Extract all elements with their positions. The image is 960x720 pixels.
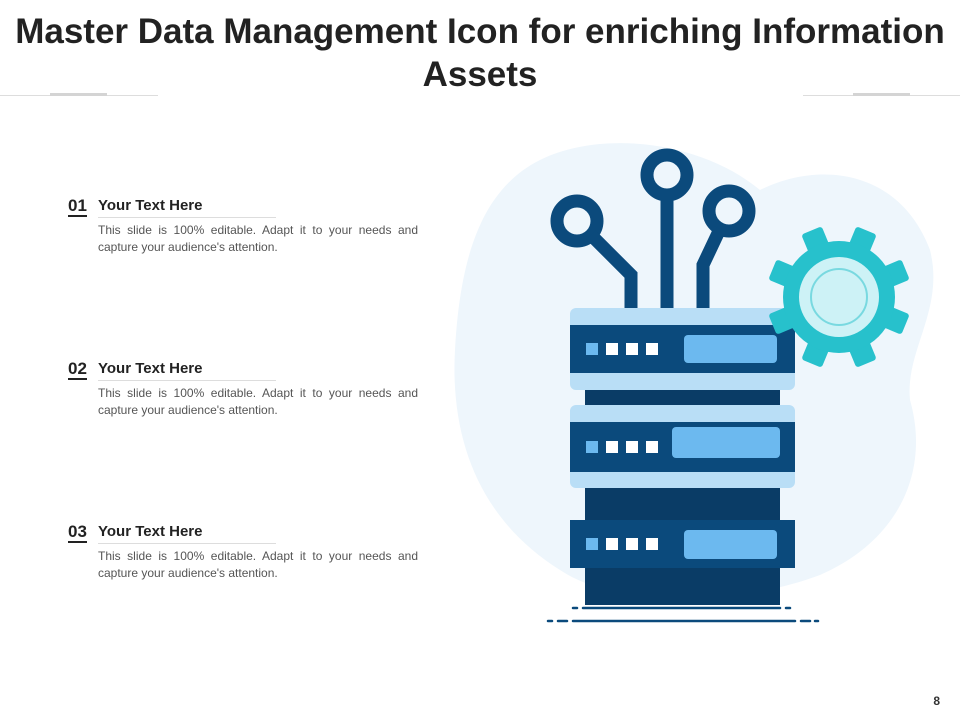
item-number: 01 [68, 196, 87, 217]
page-number: 8 [933, 694, 940, 708]
gear-icon [769, 227, 909, 367]
item-number: 02 [68, 359, 87, 380]
status-led [646, 538, 658, 550]
item-heading: Your Text Here [98, 522, 276, 544]
item-description: This slide is 100% editable. Adapt it to… [98, 223, 418, 254]
server-icon [570, 308, 795, 605]
slide-title: Master Data Management Icon for enrichin… [15, 12, 945, 94]
status-led [606, 441, 618, 453]
status-led [606, 343, 618, 355]
base-lines [546, 606, 820, 623]
status-led [586, 441, 598, 453]
status-led [646, 441, 658, 453]
item-description: This slide is 100% editable. Adapt it to… [98, 549, 418, 580]
status-led [626, 343, 638, 355]
status-led [586, 343, 598, 355]
divider-right-accent [853, 93, 910, 96]
item-heading: Your Text Here [98, 359, 276, 381]
item-heading: Your Text Here [98, 196, 276, 218]
status-led [626, 538, 638, 550]
status-led [586, 538, 598, 550]
status-led [626, 441, 638, 453]
item-number: 03 [68, 522, 87, 543]
item-description: This slide is 100% editable. Adapt it to… [98, 386, 418, 417]
divider-left-accent [50, 93, 107, 96]
antenna-icon [550, 148, 756, 310]
status-led [646, 343, 658, 355]
status-led [606, 538, 618, 550]
